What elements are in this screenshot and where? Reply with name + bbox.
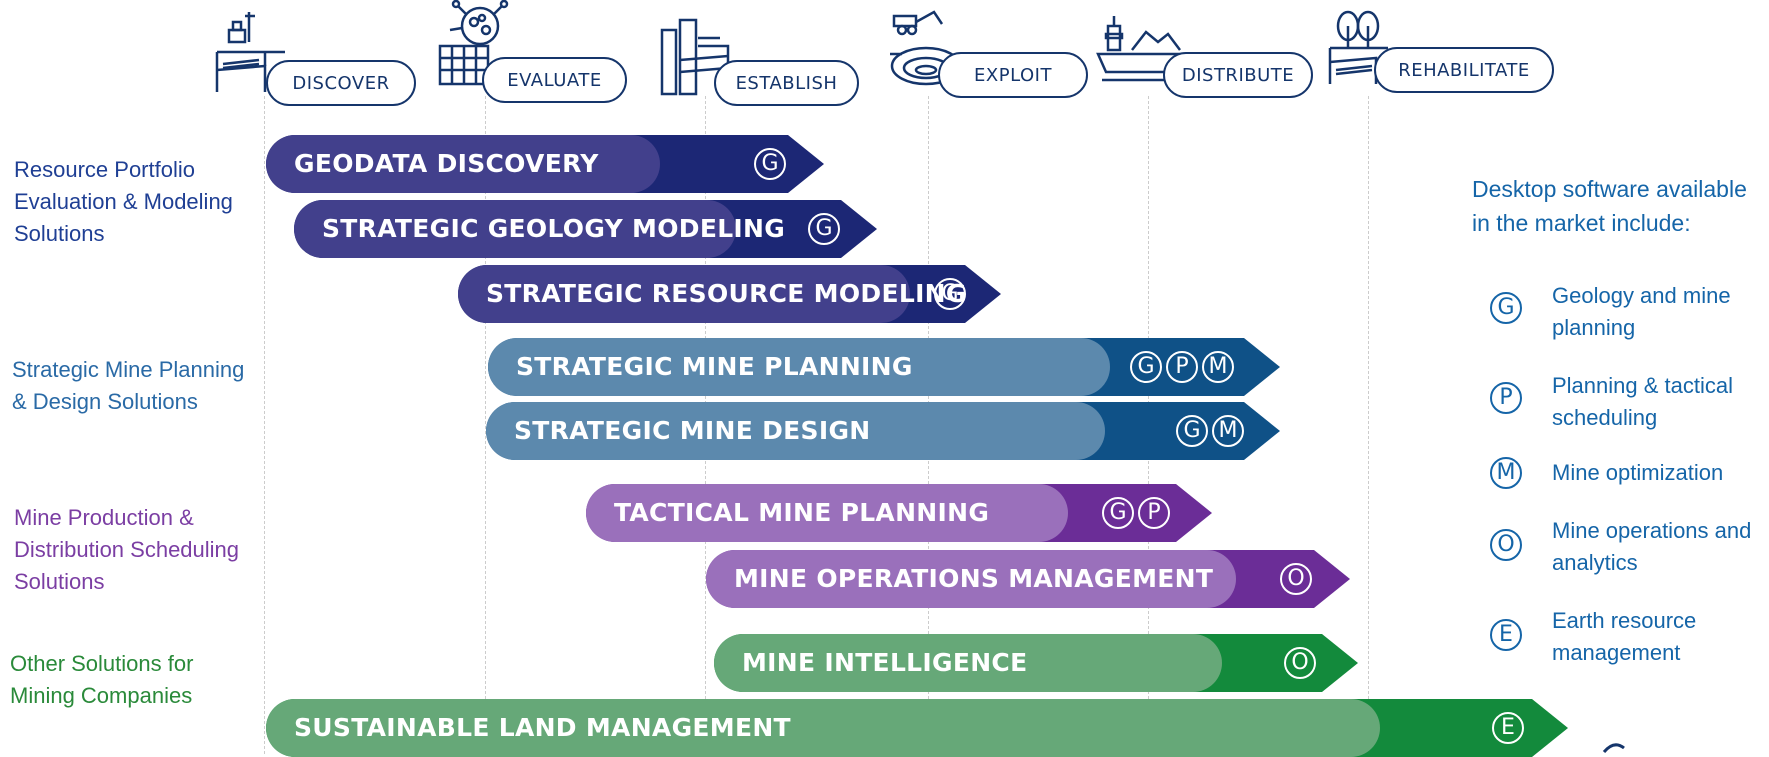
- bar-shape: [458, 265, 1001, 323]
- software-code-m: M: [1202, 351, 1234, 383]
- bar-software-codes: O: [1284, 647, 1316, 679]
- bar-light-segment: [714, 634, 1222, 692]
- legend-item-operations: O Mine operations and analytics: [1490, 515, 1765, 585]
- bar-label: STRATEGIC GEOLOGY MODELING: [322, 214, 786, 243]
- software-code-p: P: [1166, 351, 1198, 383]
- bar-shape: [488, 338, 1280, 396]
- bar-software-codes: G: [808, 213, 840, 245]
- software-code-m: M: [1212, 415, 1244, 447]
- legend-text-geology: Geology and mine planning: [1552, 283, 1731, 340]
- legend-code-m: M: [1490, 457, 1522, 489]
- stage-label-discover: DISCOVER: [266, 60, 416, 106]
- bar-software-codes: G: [754, 148, 786, 180]
- legend-item-optimization: M Mine optimization: [1490, 457, 1765, 527]
- bar-light-segment: [706, 550, 1236, 608]
- exploration-drill-icon: [215, 12, 285, 92]
- bar-light-segment: [486, 402, 1105, 460]
- stage-label-rehabilitate: REHABILITATE: [1374, 47, 1554, 93]
- stage-label-evaluate: EVALUATE: [482, 57, 627, 103]
- bar-geodata-discovery: GEODATA DISCOVERY G: [266, 135, 824, 193]
- legend-item-geology: G Geology and mine planning: [1490, 280, 1765, 350]
- bar-light-segment: [294, 200, 736, 258]
- bar-shape: [586, 484, 1212, 542]
- bar-light-segment: [266, 135, 660, 193]
- software-code-g: G: [1176, 415, 1208, 447]
- bar-shape: [706, 550, 1350, 608]
- stage-divider-rehabilitate: [1368, 96, 1369, 754]
- bar-label: SUSTAINABLE LAND MANAGEMENT: [294, 713, 791, 742]
- stage-label-establish: ESTABLISH: [714, 60, 859, 106]
- legend-code-p: P: [1490, 382, 1522, 414]
- bar-label: STRATEGIC RESOURCE MODELING: [486, 279, 967, 308]
- category-resource-portfolio: Resource Portfolio Evaluation & Modeling…: [14, 157, 233, 246]
- legend-text-planning: Planning & tactical scheduling: [1552, 373, 1733, 430]
- legend-item-earth-resource: E Earth resource management: [1490, 605, 1765, 675]
- bar-shape: [266, 135, 824, 193]
- bar-mine-operations-management: MINE OPERATIONS MANAGEMENT O: [706, 550, 1350, 608]
- software-code-p: P: [1138, 497, 1170, 529]
- bar-label: STRATEGIC MINE PLANNING: [516, 352, 913, 381]
- bar-label: GEODATA DISCOVERY: [294, 149, 599, 178]
- bar-mine-intelligence: MINE INTELLIGENCE O: [714, 634, 1358, 692]
- software-code-g: G: [808, 213, 840, 245]
- legend-text-optimization: Mine optimization: [1552, 460, 1724, 485]
- bar-software-codes: O: [1280, 563, 1312, 595]
- bar-label: TACTICAL MINE PLANNING: [614, 498, 990, 527]
- bar-light-segment: [586, 484, 1068, 542]
- legend-code-o: O: [1490, 529, 1522, 561]
- stage-label-exploit: EXPLOIT: [938, 52, 1088, 98]
- bar-shape: [714, 634, 1358, 692]
- bar-light-segment: [266, 699, 1380, 757]
- software-code-g: G: [1102, 497, 1134, 529]
- bar-label: MINE OPERATIONS MANAGEMENT: [734, 564, 1214, 593]
- software-code-g: G: [754, 148, 786, 180]
- legend-code-e: E: [1490, 619, 1522, 651]
- grid-analysis-icon: [438, 0, 509, 86]
- stage-label-distribute: DISTRIBUTE: [1163, 52, 1313, 98]
- bar-strategic-geology-modeling: STRATEGIC GEOLOGY MODELING G: [294, 200, 877, 258]
- bar-software-codes: E: [1492, 712, 1524, 744]
- bar-software-codes: G: [934, 278, 966, 310]
- software-code-o: O: [1280, 563, 1312, 595]
- software-code-g: G: [1130, 351, 1162, 383]
- bar-shape: [294, 200, 877, 258]
- bar-label: MINE INTELLIGENCE: [742, 648, 1028, 677]
- bar-sustainable-land-management: SUSTAINABLE LAND MANAGEMENT E: [266, 699, 1568, 757]
- software-code-o: O: [1284, 647, 1316, 679]
- bar-shape: [486, 402, 1280, 460]
- legend-text-earth-resource: Earth resource management: [1552, 608, 1697, 665]
- logo-fragment-icon: [1602, 743, 1625, 753]
- category-strategic-mine-planning: Strategic Mine Planning & Design Solutio…: [12, 357, 245, 414]
- stage-divider-discover: [264, 96, 265, 754]
- stage-divider-evaluate: [485, 96, 486, 754]
- legend-item-planning: P Planning & tactical scheduling: [1490, 370, 1765, 440]
- legend-title: Desktop software available in the market…: [1472, 176, 1747, 236]
- category-mine-production: Mine Production & Distribution Schedulin…: [14, 505, 240, 594]
- software-code-g: G: [934, 278, 966, 310]
- category-other-solutions: Other Solutions for Mining Companies: [10, 651, 194, 708]
- bar-light-segment: [488, 338, 1110, 396]
- bar-light-segment: [458, 265, 910, 323]
- bar-label: STRATEGIC MINE DESIGN: [514, 416, 871, 445]
- legend-text-operations: Mine operations and analytics: [1552, 518, 1752, 575]
- software-code-e: E: [1492, 712, 1524, 744]
- legend-code-g: G: [1490, 292, 1522, 324]
- bar-shape: [266, 699, 1568, 757]
